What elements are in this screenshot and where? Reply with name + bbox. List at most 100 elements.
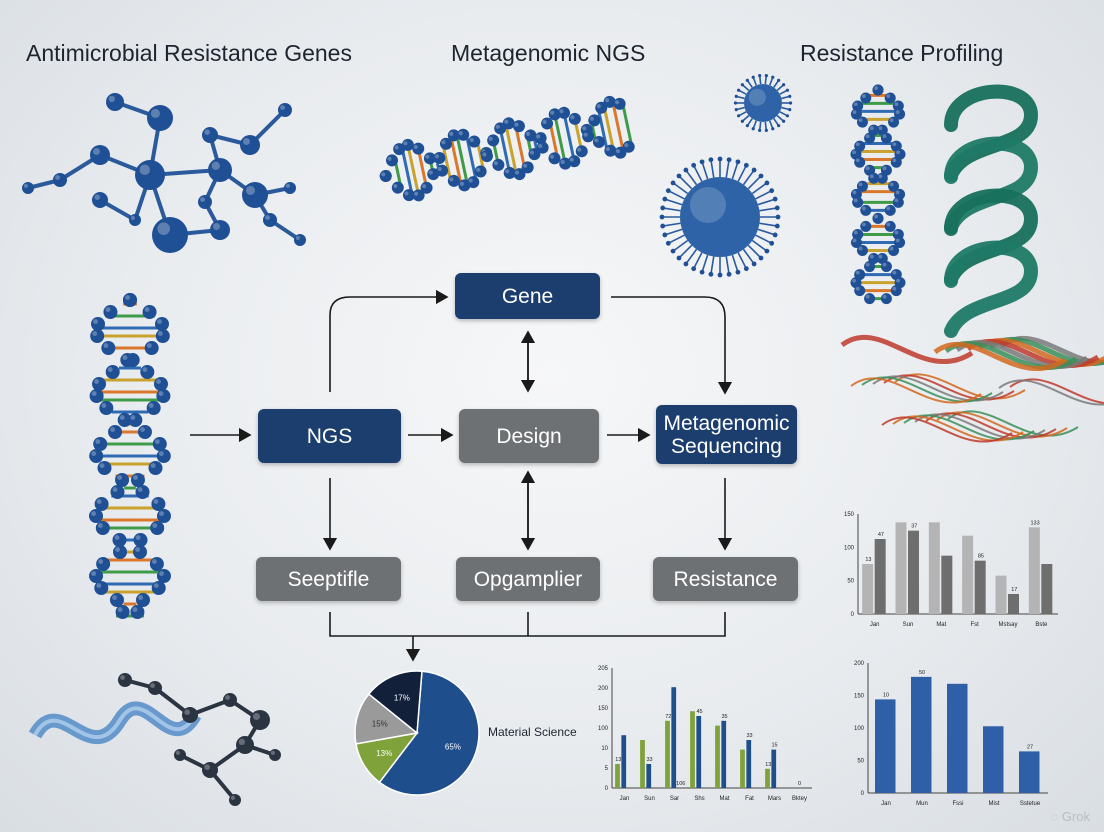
atom <box>182 707 198 723</box>
x-tick-label: Bktey <box>792 796 807 802</box>
atom <box>528 148 541 161</box>
atom <box>604 144 617 157</box>
atom-highlight <box>604 98 610 103</box>
base-pair <box>597 111 609 149</box>
spike <box>757 228 776 236</box>
atom-highlight <box>894 198 899 203</box>
atom <box>118 673 132 687</box>
spike-tip <box>774 223 780 229</box>
atom <box>391 181 404 194</box>
atom-highlight <box>99 463 105 468</box>
atom <box>198 195 212 209</box>
spike-tip <box>769 240 775 246</box>
pie-slice-label: 15% <box>372 719 388 728</box>
atom-highlight <box>153 583 159 588</box>
atom-highlight <box>869 126 874 131</box>
atom-highlight <box>858 246 863 251</box>
atom <box>106 93 124 111</box>
atom-highlight <box>204 764 210 770</box>
atom <box>613 97 626 110</box>
atom-highlight <box>393 183 398 189</box>
y-tick-label: 100 <box>854 726 865 732</box>
base-pair <box>621 105 633 144</box>
title-resistance-profiling: Resistance Profiling <box>800 40 1004 66</box>
grok-watermark: ◌ Grok <box>1050 809 1090 824</box>
atom <box>467 176 480 189</box>
atom <box>208 158 232 182</box>
atom <box>156 509 171 523</box>
atom-highlight <box>156 379 161 384</box>
atom-highlight <box>108 95 115 102</box>
atom-highlight <box>892 158 897 163</box>
spike-tip <box>782 83 786 87</box>
spike-tip <box>670 180 676 186</box>
spike <box>664 198 683 206</box>
base-pair <box>416 148 429 189</box>
bar <box>640 740 645 788</box>
spike-tip <box>699 159 705 165</box>
atom-highlight <box>119 415 125 420</box>
atom-highlight <box>505 169 510 174</box>
dna-group <box>379 95 635 202</box>
atom-highlight <box>404 191 409 196</box>
spike-tip <box>734 94 738 99</box>
atom-highlight <box>150 108 160 118</box>
virus-body <box>744 84 782 122</box>
atom <box>888 116 900 128</box>
atom <box>854 156 866 168</box>
atom <box>152 217 188 253</box>
atom-highlight <box>213 223 220 230</box>
atom <box>149 557 164 571</box>
bar-value-label: 133 <box>1030 520 1039 526</box>
atom <box>110 485 125 499</box>
atom <box>888 180 900 192</box>
atom-highlight <box>615 148 620 154</box>
bar <box>765 768 770 788</box>
atom-highlight <box>852 190 857 195</box>
atom-highlight <box>122 355 128 360</box>
atom <box>512 120 525 133</box>
base-pair <box>533 139 538 150</box>
atom <box>146 401 161 415</box>
spike-tip <box>751 75 755 79</box>
y-tick-label: 5 <box>605 766 609 772</box>
bar <box>740 749 745 788</box>
atom <box>433 151 446 164</box>
bar-value-label: 33 <box>646 757 652 763</box>
base-pair <box>455 134 470 186</box>
atom-highlight <box>115 547 121 552</box>
spike-tip <box>740 83 744 87</box>
atom <box>120 353 135 367</box>
spike-tip <box>660 223 666 229</box>
spike-tip <box>772 196 778 202</box>
base-pair <box>449 137 463 186</box>
bar-value-label: 15 <box>771 743 777 749</box>
atom <box>595 101 608 114</box>
atom-highlight <box>861 94 866 99</box>
atom-highlight <box>91 571 97 576</box>
atom-highlight <box>93 148 100 155</box>
atom <box>856 245 868 256</box>
atom <box>860 204 872 216</box>
spike <box>742 169 755 186</box>
atom-highlight <box>488 136 493 141</box>
atom <box>890 285 902 297</box>
atom-highlight <box>469 137 474 143</box>
x-tick-label: Mstsay <box>998 622 1017 628</box>
atom-highlight <box>583 132 588 137</box>
spike-tip <box>683 167 689 173</box>
atom <box>92 377 107 391</box>
base-pair <box>406 144 421 196</box>
atom <box>154 317 169 331</box>
atom <box>401 138 414 151</box>
bar <box>875 699 896 793</box>
base-pair <box>590 125 597 139</box>
atom-highlight <box>855 142 860 147</box>
atom <box>559 157 572 170</box>
atom <box>153 377 168 391</box>
pie-slice-label: 13% <box>376 749 392 758</box>
bar <box>947 683 968 793</box>
atom-highlight <box>295 235 300 240</box>
atom-highlight <box>861 206 866 211</box>
